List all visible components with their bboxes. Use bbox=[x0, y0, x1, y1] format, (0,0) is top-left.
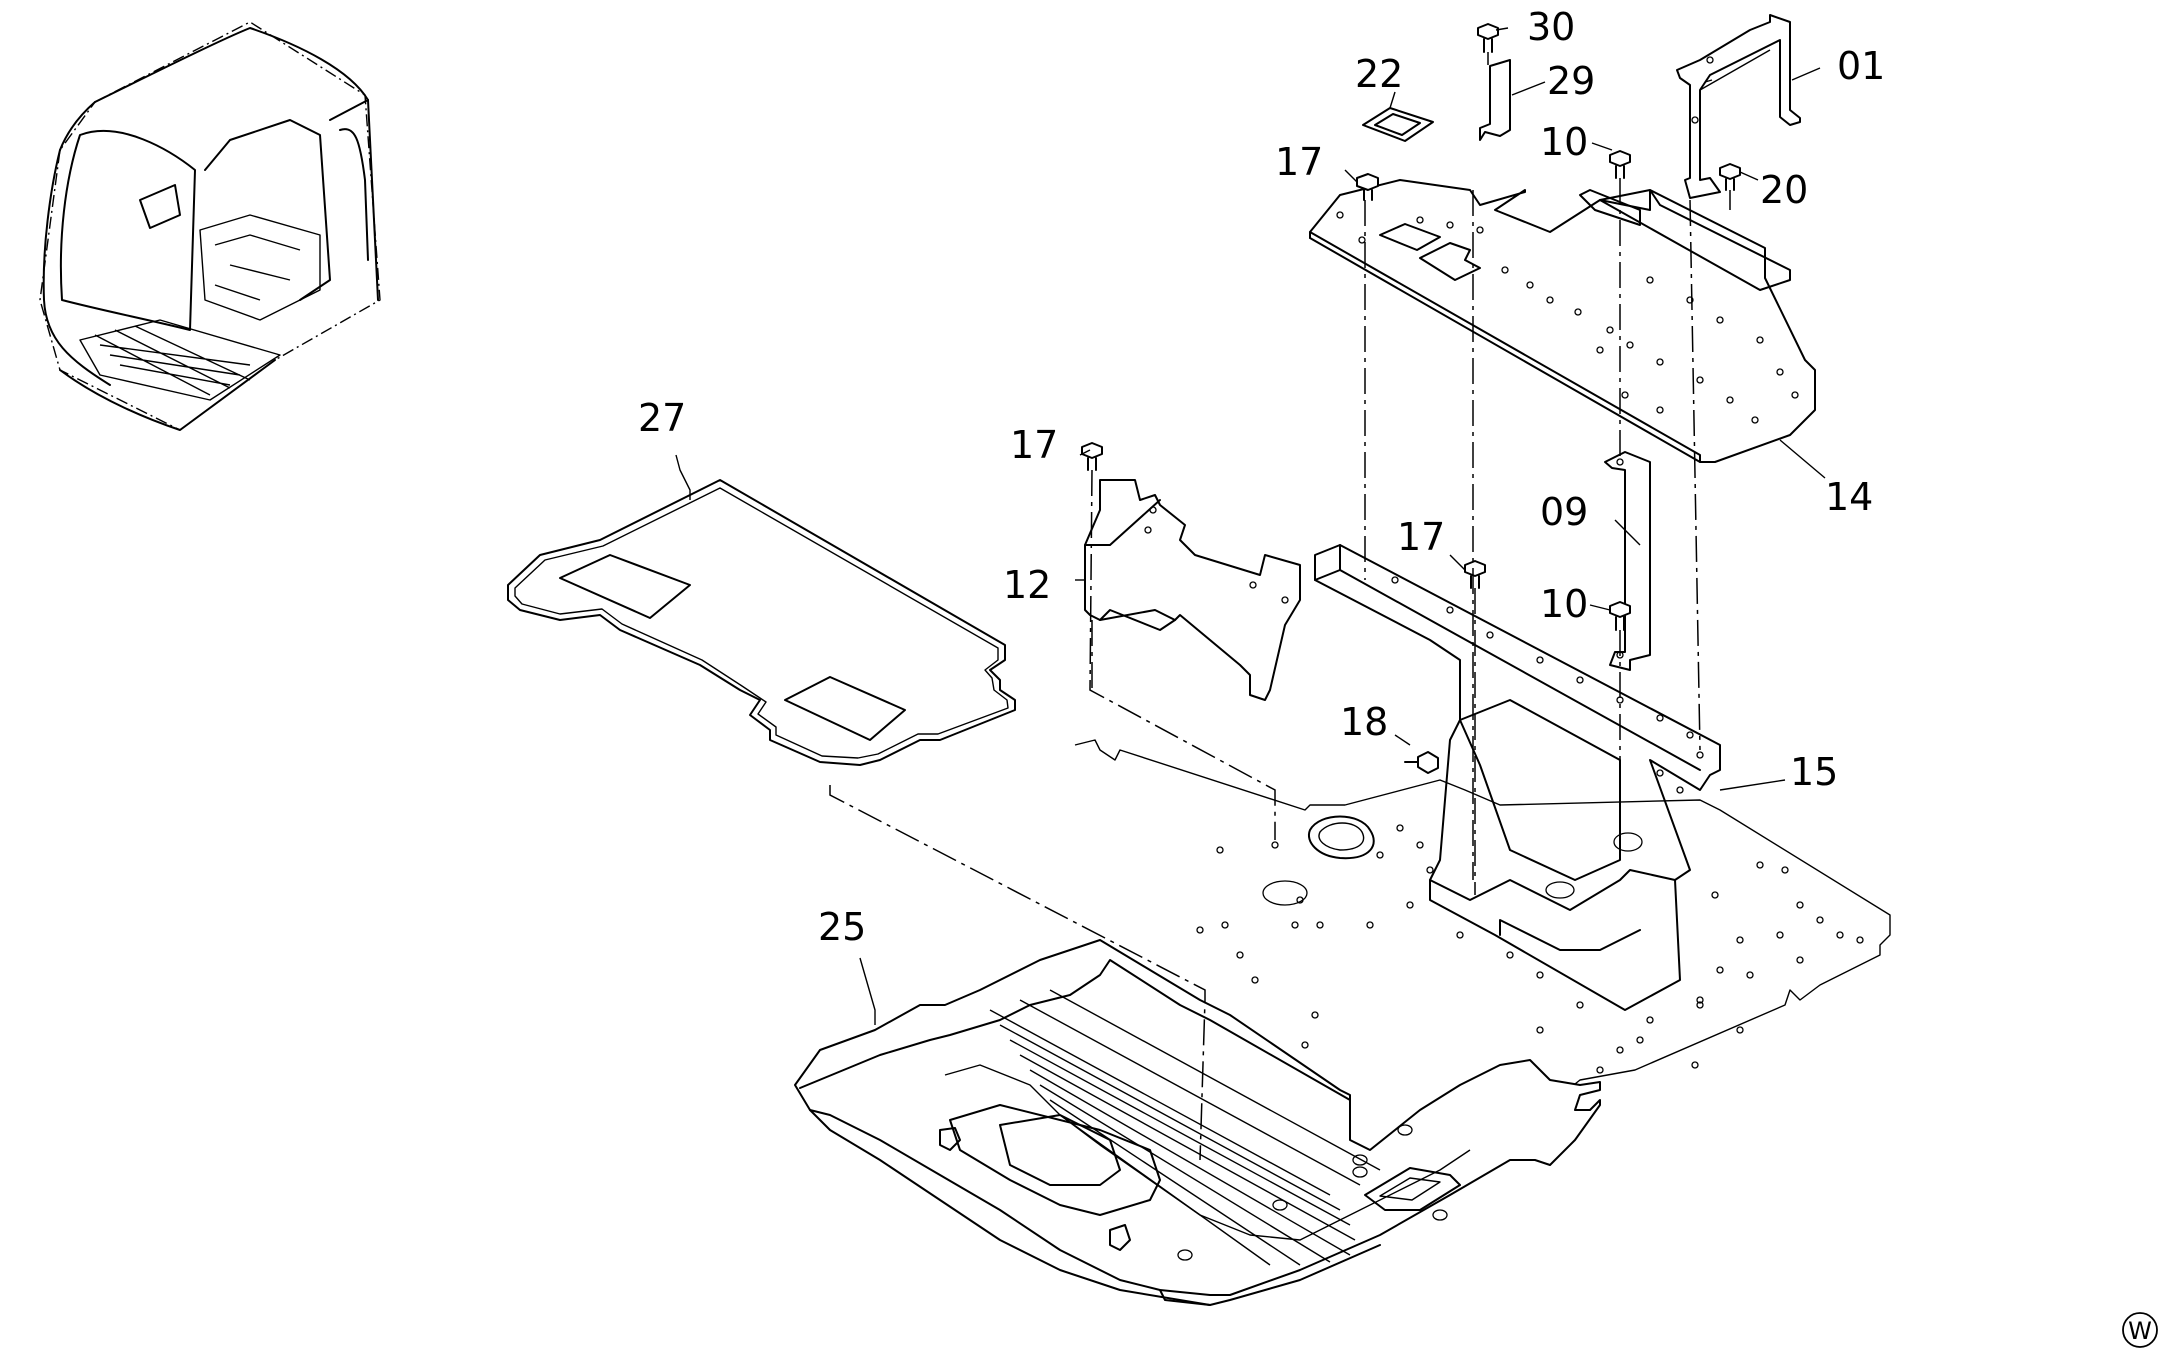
label-01: 01 bbox=[1837, 44, 1885, 88]
bolt-17-left bbox=[1081, 442, 1103, 471]
label-27: 27 bbox=[638, 396, 686, 440]
label-25: 25 bbox=[818, 905, 866, 949]
part-12-side-cover bbox=[1084, 479, 1301, 701]
part-09-bracket bbox=[1604, 451, 1651, 671]
corner-mark: W bbox=[2122, 1312, 2158, 1348]
label-29: 29 bbox=[1547, 59, 1595, 103]
clip-18 bbox=[1404, 751, 1439, 774]
floor-plate bbox=[1074, 739, 1891, 1211]
part-15-main-frame bbox=[1314, 544, 1721, 1011]
label-09: 09 bbox=[1540, 490, 1588, 534]
label-14: 14 bbox=[1825, 475, 1873, 519]
bolt-20 bbox=[1719, 163, 1741, 191]
label-12: 12 bbox=[1003, 563, 1051, 607]
bolt-10-lower bbox=[1609, 601, 1631, 631]
label-18: 18 bbox=[1340, 700, 1388, 744]
label-20: 20 bbox=[1760, 168, 1808, 212]
bolt-17-mid bbox=[1464, 560, 1486, 589]
label-10-top: 10 bbox=[1540, 120, 1588, 164]
part-27-floor-mat bbox=[507, 479, 1016, 766]
label-17-top: 17 bbox=[1275, 140, 1323, 184]
part-29-bracket bbox=[1479, 59, 1511, 141]
part-01-bracket bbox=[1676, 14, 1801, 199]
leader-lines bbox=[675, 27, 1826, 1025]
assembly-lines bbox=[829, 52, 1731, 1161]
label-17-left: 17 bbox=[1010, 423, 1058, 467]
part-25-floor-pan bbox=[794, 939, 1601, 1306]
part-30-bolt bbox=[1477, 23, 1499, 53]
label-15: 15 bbox=[1790, 750, 1838, 794]
bolt-10-top bbox=[1609, 150, 1631, 179]
cab-overview-thumbnail bbox=[39, 21, 381, 431]
bolt-17-top bbox=[1356, 173, 1379, 201]
part-labels: 01 30 29 22 10 17 20 14 27 17 09 17 12 1… bbox=[638, 5, 1885, 949]
label-17-mid: 17 bbox=[1397, 515, 1445, 559]
part-14-upper-plate bbox=[1309, 179, 1816, 463]
part-22-grommet bbox=[1362, 107, 1434, 142]
label-30: 30 bbox=[1527, 5, 1575, 49]
corner-mark-letter: W bbox=[2128, 1317, 2152, 1345]
label-22: 22 bbox=[1355, 52, 1403, 96]
label-10-lower: 10 bbox=[1540, 582, 1588, 626]
